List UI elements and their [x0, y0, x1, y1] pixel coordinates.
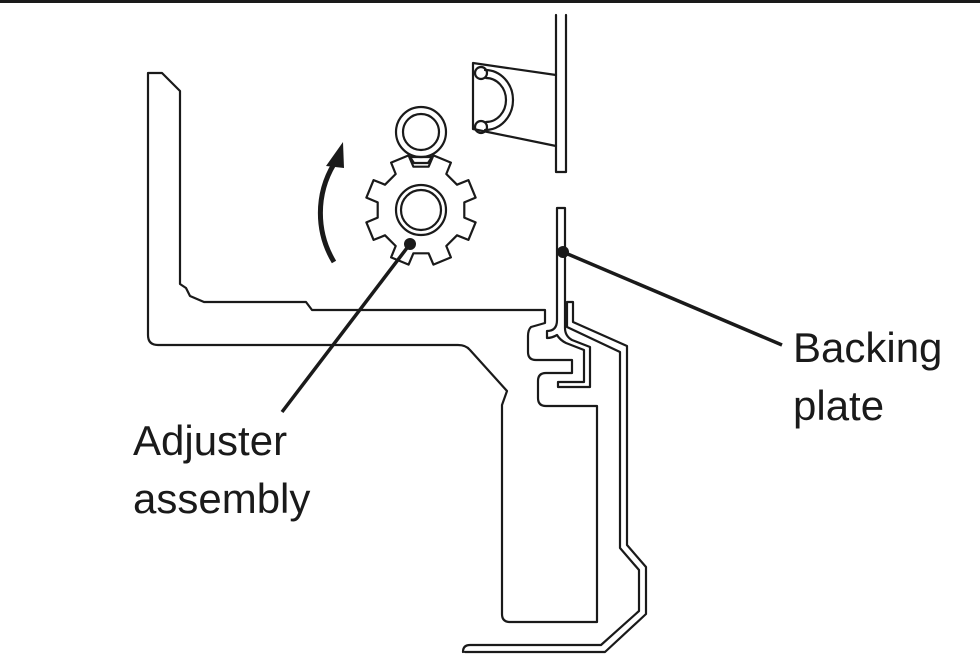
gear-hub-outer [394, 183, 448, 237]
adjuster-label: Adjuster assembly [133, 412, 310, 528]
adjuster-leader-dot [404, 238, 416, 250]
roller-link [408, 155, 434, 165]
rotation-arrow [317, 162, 337, 264]
pivot-mount [471, 61, 558, 148]
pivot-pin-bottom [473, 119, 489, 135]
backing-label-line1: Backing [793, 324, 943, 371]
backing-plate-upper [554, 13, 568, 174]
pivot-pin-top [473, 65, 489, 81]
backing-label-line2: plate [793, 382, 885, 429]
backing-leader-dot [557, 246, 569, 258]
top-border [0, 0, 980, 3]
gear-hub-inner [399, 188, 443, 232]
mounting-bracket [146, 71, 599, 624]
adjuster-gear [365, 154, 477, 266]
rotation-arrow-head [326, 142, 344, 168]
adjuster-leader-line [280, 242, 412, 414]
pivot-arc [483, 68, 515, 132]
backing-leader-line [562, 250, 783, 347]
adjuster-label-line1: Adjuster [133, 417, 288, 464]
backing-plate-label: Backing plate [793, 319, 942, 435]
adjuster-label-line2: assembly [133, 475, 311, 522]
backing-plate-channel [461, 300, 648, 654]
roller-inner [401, 112, 441, 152]
backing-plate-lower [545, 206, 592, 389]
